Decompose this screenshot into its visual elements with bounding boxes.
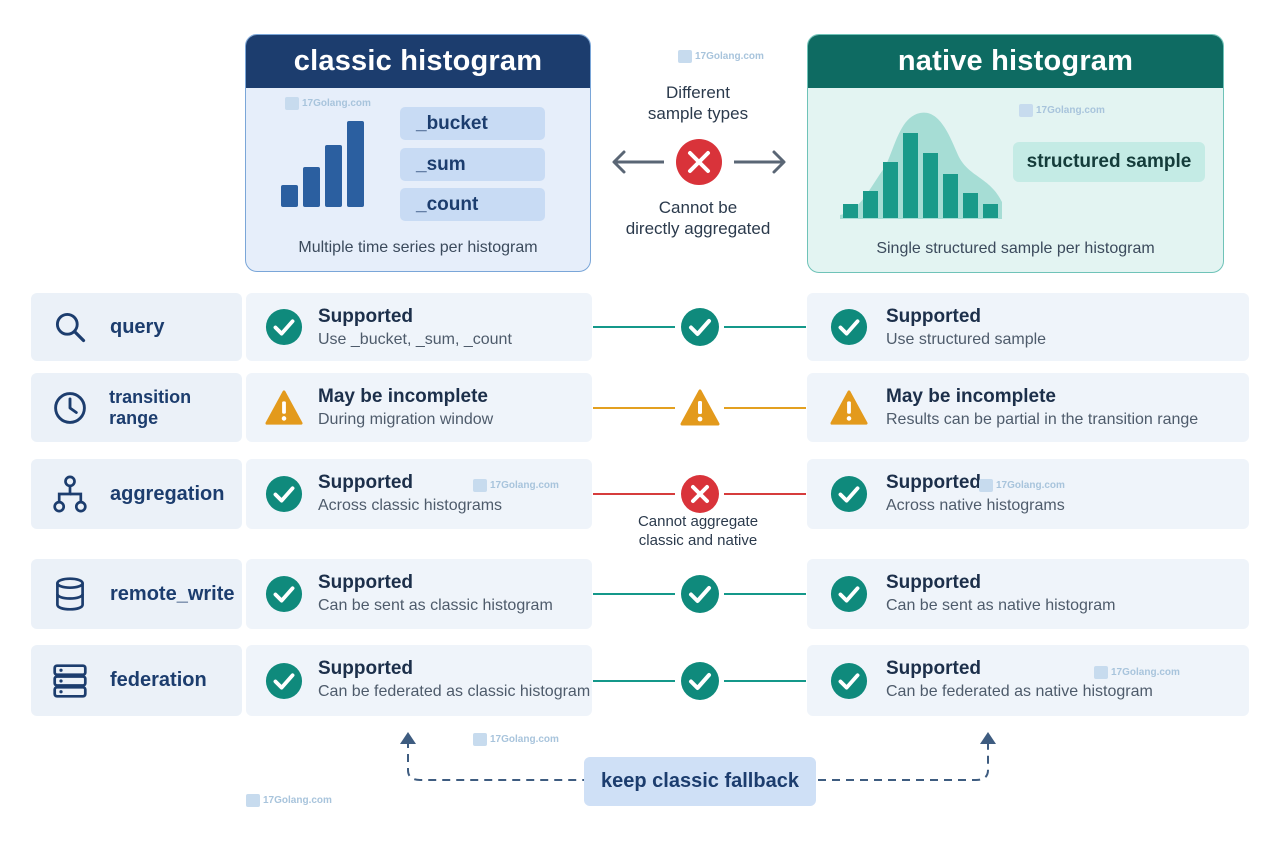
connector-line <box>724 326 806 328</box>
warning-icon <box>680 388 720 428</box>
server-icon <box>51 662 89 700</box>
connector-line <box>593 326 675 328</box>
different-sample-types-label: Different sample types <box>647 83 749 123</box>
native-cell: May be incomplete Results can be partial… <box>807 373 1249 442</box>
fallback-arrows <box>400 732 996 781</box>
native-histogram-title: native histogram <box>808 35 1223 88</box>
bucket-series-pill: _bucket <box>400 107 545 140</box>
classic-cell: Supported Can be federated as classic hi… <box>246 645 592 716</box>
native-histogram-card: native histogram structured sample Singl… <box>807 34 1224 273</box>
warning-icon <box>830 389 868 427</box>
divergence-arrows <box>612 139 786 185</box>
watermark: 17Golang.com <box>285 97 371 110</box>
native-status: Supported <box>886 658 981 679</box>
native-detail: Results can be partial in the transition… <box>886 411 1199 428</box>
watermark: 17Golang.com <box>1094 666 1180 679</box>
check-icon <box>680 307 720 347</box>
connector-line <box>724 406 806 409</box>
classic-status: Supported <box>318 572 413 593</box>
count-series-pill: _count <box>400 188 545 221</box>
native-cell: Supported Can be federated as native his… <box>807 645 1249 716</box>
search-icon <box>51 308 89 346</box>
classic-detail: Across classic histograms <box>318 497 503 514</box>
watermark: 17Golang.com <box>979 479 1065 492</box>
hierarchy-icon <box>51 475 89 513</box>
check-icon <box>680 661 720 701</box>
native-status: May be incomplete <box>886 386 1056 407</box>
native-cell: Supported Across native histograms <box>807 459 1249 529</box>
native-detail: Can be sent as native histogram <box>886 597 1116 614</box>
classic-cell: Supported Across classic histograms <box>246 459 592 529</box>
check-icon <box>265 662 303 700</box>
structured-sample-pill: structured sample <box>1013 142 1205 182</box>
native-detail: Can be federated as native histogram <box>886 683 1153 700</box>
check-icon <box>830 662 868 700</box>
database-icon <box>51 575 89 613</box>
check-icon <box>830 308 868 346</box>
row-label-federation: federation <box>31 645 242 716</box>
watermark: 17Golang.com <box>1019 104 1105 117</box>
classic-detail: Can be sent as classic histogram <box>318 597 553 614</box>
clock-icon <box>51 389 88 427</box>
classic-status: Supported <box>318 658 413 679</box>
cross-icon <box>680 474 720 514</box>
cross-icon <box>676 139 722 185</box>
native-detail: Use structured sample <box>886 331 1047 348</box>
check-icon <box>265 575 303 613</box>
watermark: 17Golang.com <box>246 794 332 807</box>
classic-cell: Supported Use _bucket, _sum, _count <box>246 293 592 361</box>
native-status: Supported <box>886 306 981 327</box>
warning-icon <box>265 389 303 427</box>
native-cell: Supported Can be sent as native histogra… <box>807 559 1249 629</box>
classic-histogram-title: classic histogram <box>246 35 590 88</box>
row-label-text: query <box>110 315 165 338</box>
classic-cell: May be incomplete During migration windo… <box>246 373 592 442</box>
classic-cell: Supported Can be sent as classic histogr… <box>246 559 592 629</box>
row-label-remote-write: remote_write <box>31 559 242 629</box>
native-distribution-icon <box>840 112 1002 219</box>
check-icon <box>830 575 868 613</box>
classic-caption: Multiple time series per histogram <box>298 239 538 256</box>
connector-line <box>593 593 675 595</box>
connector-line <box>593 679 675 682</box>
classic-bar-chart-icon <box>281 121 364 207</box>
native-detail: Across native histograms <box>886 497 1065 514</box>
classic-status: May be incomplete <box>318 386 488 407</box>
row-label-query: query <box>31 293 242 361</box>
row-label-text: transition range <box>109 386 192 428</box>
cannot-aggregate-label: Cannot be directly aggregated <box>625 198 771 238</box>
connector-line <box>724 493 806 495</box>
check-icon <box>830 475 868 513</box>
native-status: Supported <box>886 472 981 493</box>
connector-line <box>593 493 675 495</box>
row-label-text: remote_write <box>110 582 235 605</box>
sum-series-pill: _sum <box>400 148 545 181</box>
keep-classic-fallback: keep classic fallback <box>584 757 816 806</box>
classic-detail: Use _bucket, _sum, _count <box>318 331 512 348</box>
check-icon <box>265 475 303 513</box>
check-icon <box>265 308 303 346</box>
connector-line <box>724 679 806 682</box>
connector-line <box>593 406 675 409</box>
check-icon <box>680 574 720 614</box>
classic-histogram-card: classic histogram _bucket _sum _count Mu… <box>245 34 591 272</box>
classic-status: Supported <box>318 472 413 493</box>
native-status: Supported <box>886 572 981 593</box>
connector-line <box>724 593 806 595</box>
cannot-aggregate-note: Cannot aggregate classic and native <box>637 513 759 549</box>
row-label-text: aggregation <box>110 482 225 505</box>
row-label-text: federation <box>110 669 207 691</box>
classic-detail: During migration window <box>318 411 494 428</box>
classic-detail: Can be federated as classic histogram <box>318 683 591 700</box>
classic-status: Supported <box>318 306 413 327</box>
native-cell: Supported Use structured sample <box>807 293 1249 361</box>
native-caption: Single structured sample per histogram <box>876 240 1155 257</box>
watermark: 17Golang.com <box>678 50 764 63</box>
row-label-aggregation: aggregation <box>31 459 242 529</box>
row-label-transition-range: transition range <box>31 373 242 442</box>
watermark: 17Golang.com <box>473 733 559 746</box>
watermark: 17Golang.com <box>473 479 559 492</box>
